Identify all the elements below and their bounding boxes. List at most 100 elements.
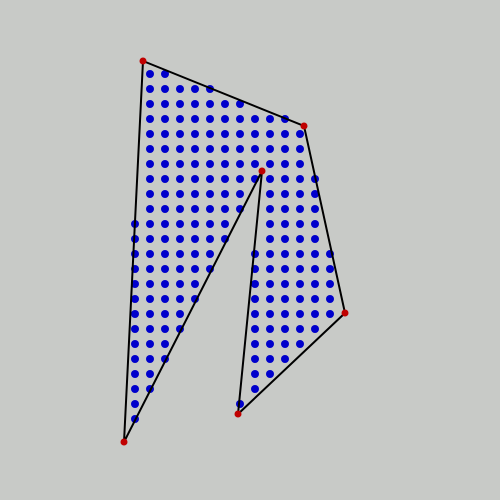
grid-dot: [266, 340, 274, 348]
grid-dot: [281, 280, 289, 288]
grid-dot: [191, 280, 199, 288]
grid-dot: [296, 145, 304, 153]
grid-dot: [191, 145, 199, 153]
polygon-vertex-3[interactable]: [341, 309, 349, 317]
grid-dot: [296, 190, 304, 198]
grid-dot: [281, 220, 289, 228]
grid-dot: [191, 160, 199, 168]
grid-dot: [311, 190, 319, 198]
grid-dot: [251, 385, 259, 393]
grid-dot: [221, 130, 229, 138]
grid-dot: [296, 205, 304, 213]
grid-dot: [326, 265, 334, 273]
grid-dot: [266, 295, 274, 303]
grid-dot: [131, 370, 139, 378]
grid-dot: [311, 235, 319, 243]
grid-dot: [131, 310, 139, 318]
grid-dot: [161, 265, 169, 273]
grid-dot: [311, 280, 319, 288]
grid-dot: [161, 220, 169, 228]
grid-dot: [206, 220, 214, 228]
grid-dot: [146, 145, 154, 153]
grid-dot: [161, 295, 169, 303]
grid-dot: [251, 355, 259, 363]
grid-dot: [266, 205, 274, 213]
grid-dot: [311, 295, 319, 303]
grid-dot: [176, 310, 184, 318]
grid-dot: [236, 130, 244, 138]
grid-dot: [206, 115, 214, 123]
grid-dot: [176, 220, 184, 228]
polygon-vertex-4[interactable]: [234, 410, 242, 418]
grid-dot: [281, 325, 289, 333]
grid-dot: [221, 145, 229, 153]
grid-dot: [191, 235, 199, 243]
grid-dot: [281, 130, 289, 138]
grid-dot: [146, 190, 154, 198]
grid-dot: [146, 280, 154, 288]
grid-dot: [206, 205, 214, 213]
grid-dot: [296, 295, 304, 303]
grid-dot: [221, 175, 229, 183]
grid-dot: [161, 235, 169, 243]
grid-dot: [191, 85, 199, 93]
grid-dot: [161, 100, 169, 108]
grid-dot: [251, 280, 259, 288]
grid-dot: [176, 265, 184, 273]
grid-dot: [161, 145, 169, 153]
grid-dot: [176, 250, 184, 258]
grid-dot: [266, 325, 274, 333]
grid-dot: [221, 190, 229, 198]
grid-dot: [146, 160, 154, 168]
grid-dot: [221, 115, 229, 123]
grid-dot: [326, 295, 334, 303]
grid-dot: [176, 115, 184, 123]
grid-dot: [146, 220, 154, 228]
grid-dot: [146, 70, 154, 78]
grid-dot: [161, 190, 169, 198]
grid-dot: [161, 340, 169, 348]
grid-dot: [266, 190, 274, 198]
polygon-vertex-5[interactable]: [258, 167, 266, 175]
grid-dot: [221, 205, 229, 213]
grid-dot: [236, 190, 244, 198]
grid-dot: [296, 220, 304, 228]
polygon-vertex-1[interactable]: [139, 57, 147, 65]
grid-dot: [296, 280, 304, 288]
grid-dot: [266, 130, 274, 138]
grid-dot: [176, 295, 184, 303]
grid-dot: [131, 385, 139, 393]
grid-dot: [266, 250, 274, 258]
grid-dot: [206, 175, 214, 183]
grid-dot: [191, 250, 199, 258]
grid-dot: [281, 265, 289, 273]
grid-dot: [176, 100, 184, 108]
grid-dot: [296, 340, 304, 348]
grid-dot: [146, 355, 154, 363]
grid-dot: [146, 85, 154, 93]
grid-dot: [161, 205, 169, 213]
grid-dot: [281, 295, 289, 303]
grid-dot: [251, 370, 259, 378]
grid-dot: [146, 340, 154, 348]
grid-dot: [236, 160, 244, 168]
grid-dot: [146, 115, 154, 123]
grid-dot: [161, 175, 169, 183]
grid-dot: [236, 175, 244, 183]
grid-dot: [266, 235, 274, 243]
vertex-layer: [120, 57, 349, 446]
grid-dot: [251, 310, 259, 318]
grid-dot: [206, 130, 214, 138]
grid-dot: [326, 280, 334, 288]
polygon-vertex-6[interactable]: [120, 438, 128, 446]
grid-dot: [146, 295, 154, 303]
polygon-vertex-2[interactable]: [300, 122, 308, 130]
grid-dot: [221, 220, 229, 228]
grid-dot: [251, 115, 259, 123]
grid-dot: [176, 130, 184, 138]
grid-dot: [296, 325, 304, 333]
grid-dot: [146, 175, 154, 183]
grid-dots-layer: [131, 70, 334, 423]
